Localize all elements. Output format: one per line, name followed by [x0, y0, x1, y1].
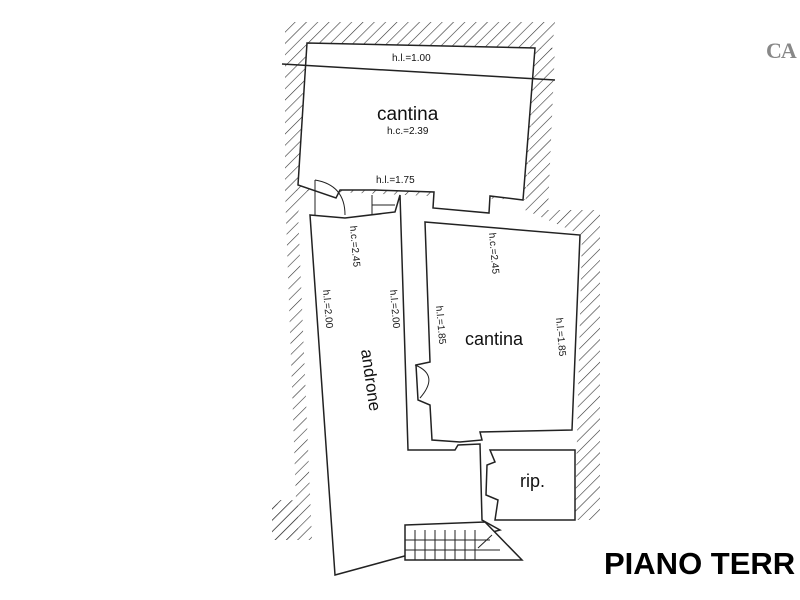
lower-cantina-hl-left: h.l.=1.85: [433, 305, 447, 345]
door-arc-lower: [414, 364, 430, 399]
lower-cantina-hl-right: h.l.=1.85: [553, 317, 567, 357]
floor-title: PIANO TERR: [604, 546, 796, 581]
androne-hl-right: h.l.=2.00: [387, 289, 401, 329]
room-ripostiglio: [485, 449, 576, 521]
androne-hc: h.c.=2.45: [347, 225, 362, 268]
androne-hl-left: h.l.=2.00: [320, 289, 334, 329]
ripostiglio-label: rip.: [520, 471, 545, 491]
lower-cantina-label: cantina: [465, 329, 524, 349]
room-upper-cantina: [297, 42, 536, 214]
room-outlines: [281, 42, 581, 576]
hl-top-label: h.l.=1.00: [392, 53, 431, 64]
stairs: [404, 521, 524, 561]
upper-cantina-label: cantina: [377, 104, 439, 125]
door-arc-upper: [314, 179, 346, 216]
upper-cantina-hc: h.c.=2.39: [387, 126, 429, 137]
company-logo: CA: [766, 38, 797, 63]
room-lower-cantina: [415, 221, 581, 443]
hl-bottom-label: h.l.=1.75: [376, 175, 415, 186]
lower-cantina-hc: h.c.=2.45: [486, 232, 501, 275]
